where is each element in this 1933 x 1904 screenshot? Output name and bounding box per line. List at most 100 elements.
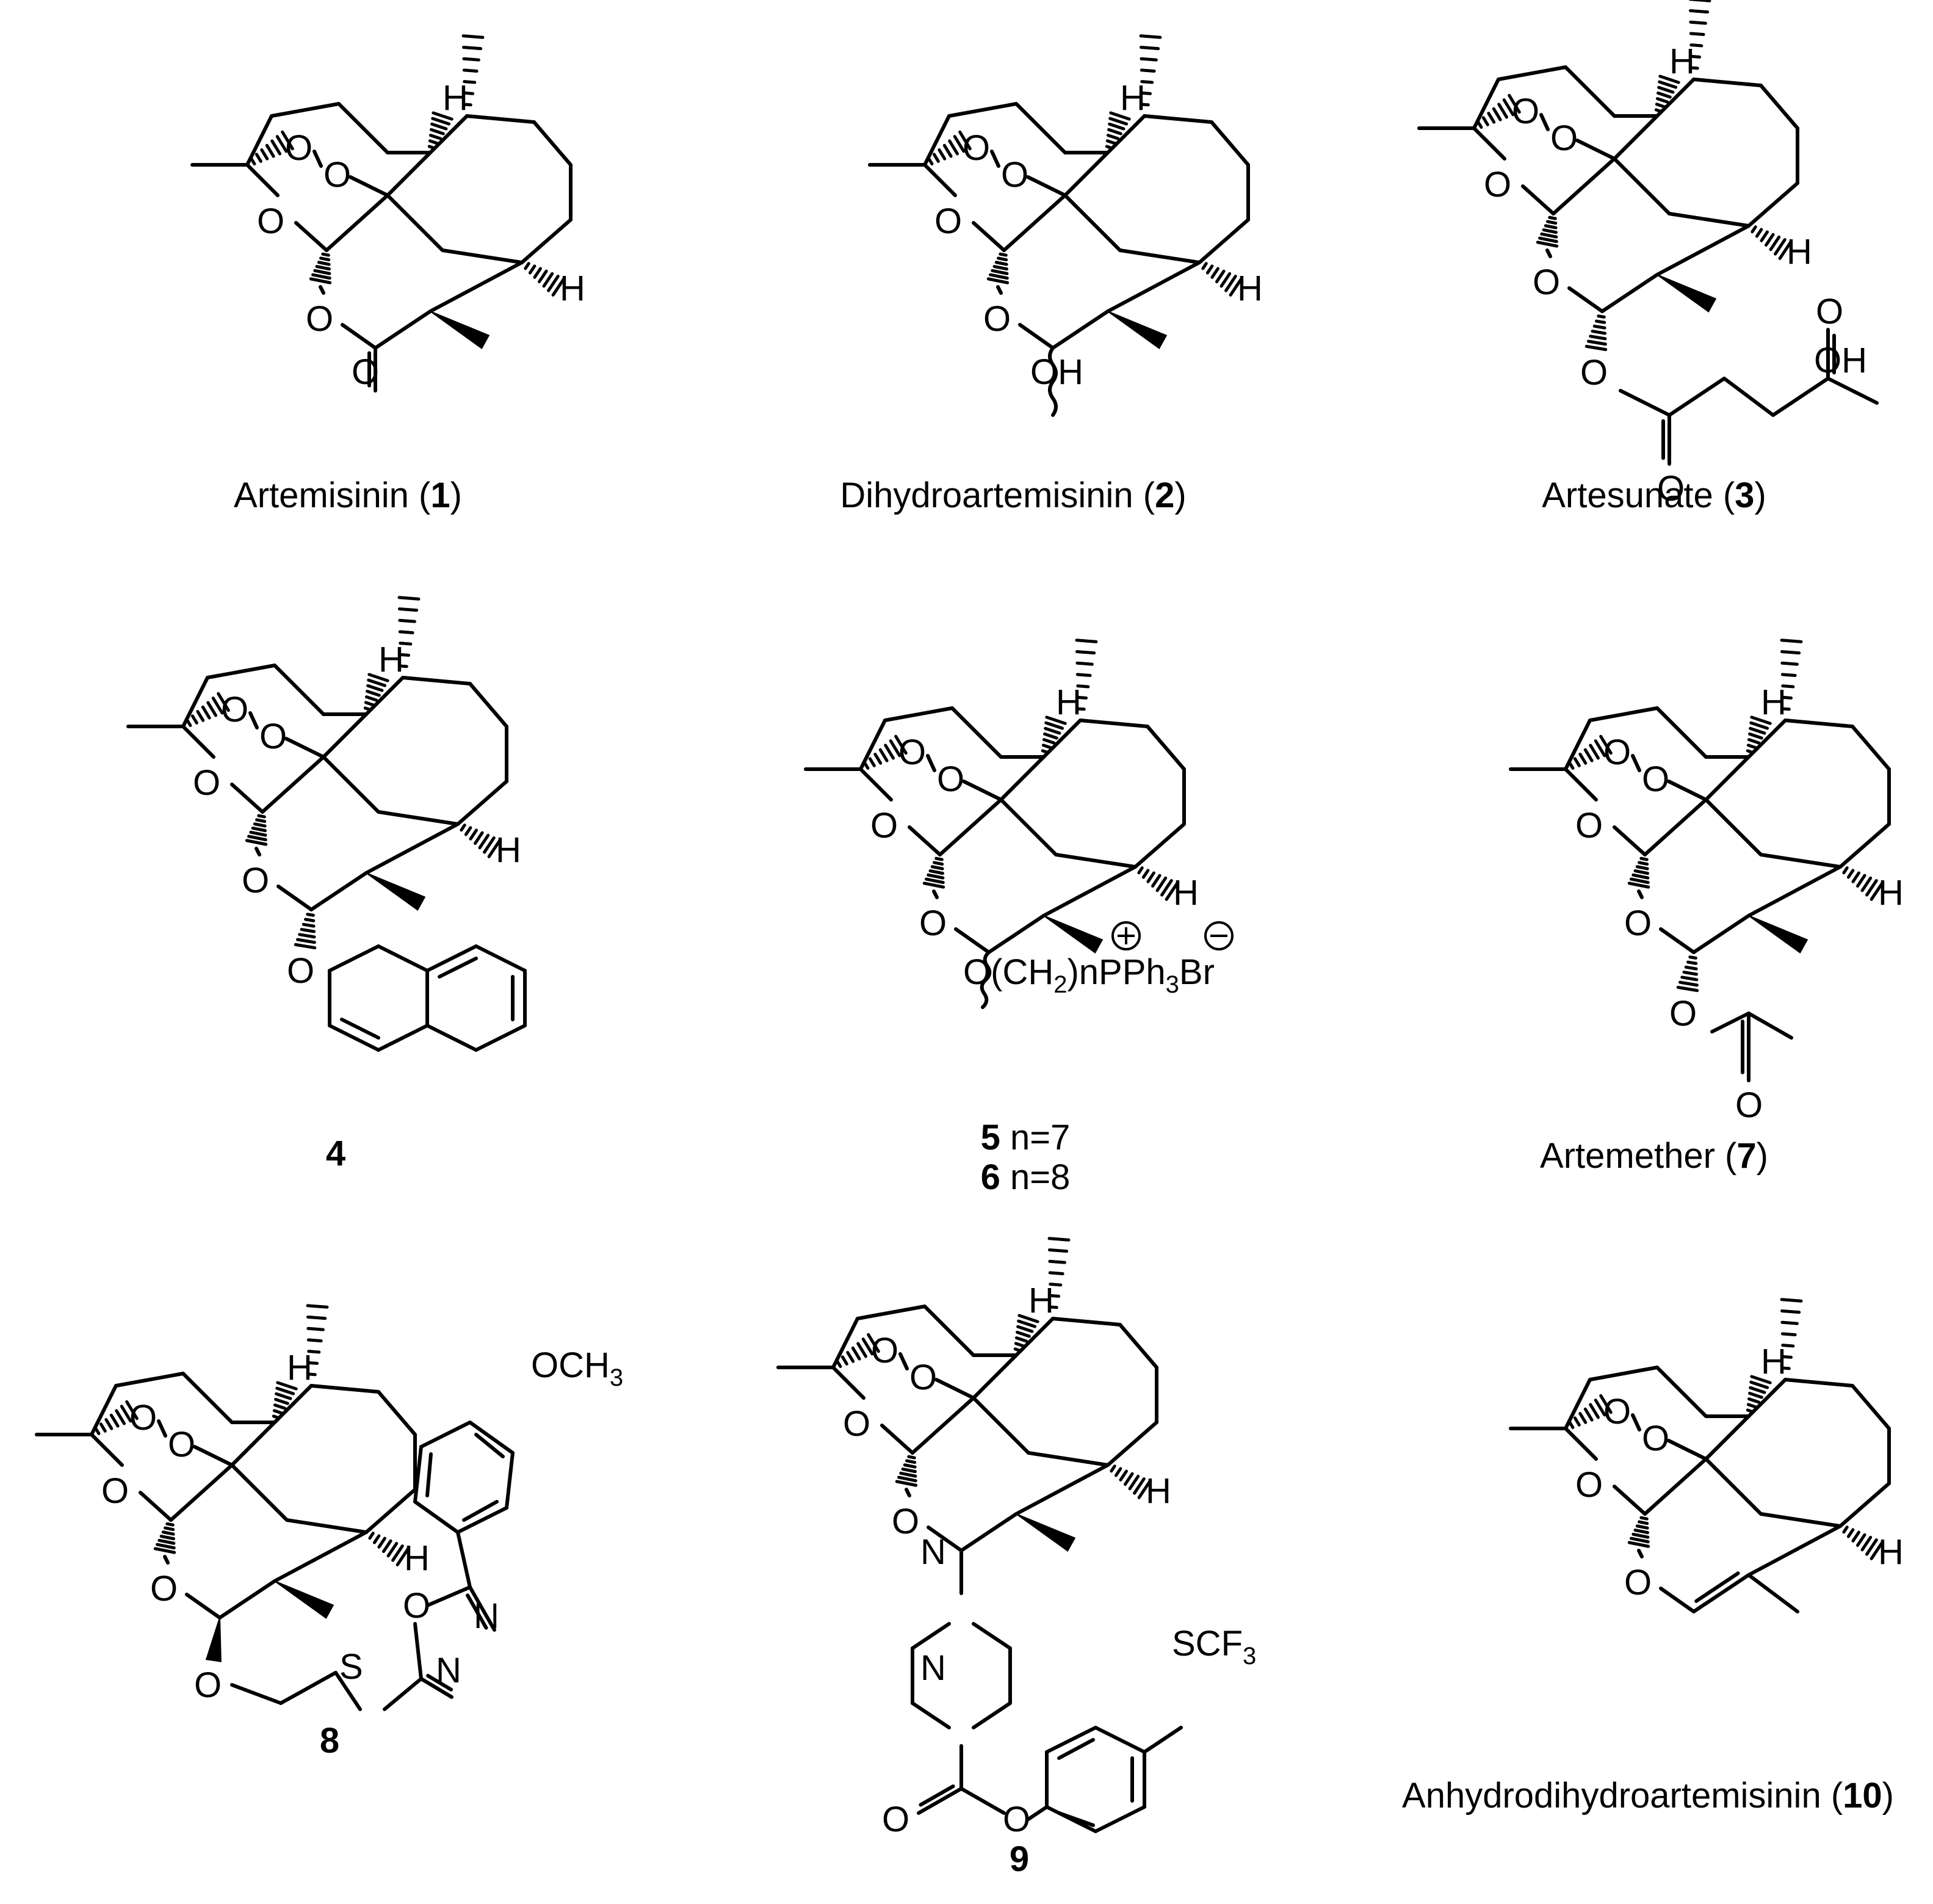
peroxide-oxygen-label: O	[1603, 1392, 1631, 1432]
hash-stroke	[1041, 744, 1053, 750]
bond	[1051, 309, 1110, 350]
hash-stroke	[938, 148, 947, 161]
bond	[1704, 755, 1751, 802]
hash-stroke	[461, 34, 485, 39]
anomeric-hash-bond	[153, 1522, 176, 1554]
hash-stroke	[1870, 881, 1884, 901]
hash-stroke	[1076, 684, 1090, 689]
bond	[90, 1384, 118, 1436]
hash-stroke	[1014, 1342, 1025, 1348]
hash-stroke	[1075, 673, 1092, 678]
peroxide-hash-bond	[250, 130, 294, 165]
bond	[1106, 114, 1146, 154]
bond	[1564, 65, 1616, 118]
hash-stroke	[275, 1392, 292, 1400]
ring-bond	[1567, 286, 1604, 313]
hash-stroke	[464, 826, 472, 836]
hash-stroke	[884, 744, 895, 760]
hash-stroke	[1017, 1319, 1037, 1328]
bond	[1198, 218, 1250, 264]
hash-stroke	[1578, 1412, 1588, 1424]
bond	[364, 822, 460, 875]
ester-oxygen-label: O	[1580, 353, 1608, 393]
bond	[309, 871, 368, 911]
hash-stroke	[1568, 761, 1575, 770]
ether-bond	[923, 163, 957, 197]
peroxide-oxygen-label: O	[221, 690, 248, 729]
compound-number: 10	[1843, 1776, 1882, 1815]
hash-stroke	[1573, 1416, 1581, 1427]
hash-stroke	[994, 261, 1008, 266]
hash-stroke	[272, 1414, 281, 1420]
bond	[1564, 719, 1592, 771]
compound-name: Artemether	[1540, 1136, 1715, 1176]
peroxide-oxygen-label: O	[898, 733, 926, 772]
bond	[386, 151, 432, 197]
hash-stroke	[927, 157, 934, 165]
acid-carbonyl-oxygen-label: O	[1816, 292, 1843, 331]
hash-stroke	[1748, 1391, 1763, 1399]
hash-stroke	[255, 153, 262, 163]
ether-bond	[230, 783, 264, 814]
hash-stroke	[861, 1338, 874, 1356]
hash-stroke	[1548, 215, 1557, 220]
hash-stroke	[1599, 734, 1613, 755]
aromatic-bond	[474, 944, 527, 972]
aromatic-inner-bond	[340, 1018, 380, 1040]
hash-stroke	[1688, 955, 1697, 960]
hash-stroke	[1508, 93, 1521, 114]
peroxide-oxygen-label: O	[909, 1358, 937, 1397]
hash-stroke	[1633, 869, 1650, 875]
bond	[1613, 114, 1659, 161]
bond	[1655, 224, 1751, 277]
hash-stroke	[1760, 230, 1769, 242]
compound-name: Dihydroartemisinin	[840, 476, 1133, 515]
hash-stroke	[1589, 744, 1600, 760]
bond	[364, 676, 405, 716]
hash-stroke	[1676, 985, 1699, 993]
oxadiazole-double-bond	[419, 1677, 453, 1699]
peroxide-oxygen-label: O	[963, 128, 990, 168]
hash-stroke	[1589, 1403, 1600, 1419]
hash-stroke	[889, 739, 901, 758]
bond	[273, 664, 325, 716]
ring-oxygen-label: O	[934, 201, 962, 241]
compound-name: Anhydrodihydroartemisinin	[1402, 1776, 1821, 1815]
lactol-oxygen-label: O	[1624, 903, 1652, 943]
ring-bond	[319, 285, 325, 295]
ring-oxygen-label: O	[843, 1404, 870, 1444]
hash-stroke	[1851, 1530, 1860, 1543]
hash-stroke	[1124, 1472, 1134, 1486]
hash-stroke	[253, 822, 267, 828]
bond	[923, 114, 951, 167]
hash-stroke	[1016, 1330, 1031, 1338]
methyl-bond	[1747, 1573, 1799, 1613]
ether-bond	[245, 163, 280, 197]
ring-oxygen-label: O	[101, 1471, 129, 1511]
hash-stroke	[1781, 684, 1795, 689]
hydrogen-label: H	[496, 830, 521, 870]
hash-stroke	[397, 596, 421, 601]
hash-stroke	[306, 913, 315, 917]
hash-stroke	[1689, 20, 1707, 25]
carbonyl-oxygen-label: O	[882, 1800, 909, 1839]
aromatic-bond	[377, 1024, 429, 1052]
lactol-oxygen-label: O	[1533, 262, 1560, 302]
ether-hash-bond	[294, 913, 317, 950]
hash-stroke	[1229, 277, 1243, 297]
bond	[1643, 798, 1708, 856]
bond	[1051, 1317, 1122, 1327]
aromatic-bond	[425, 1024, 478, 1052]
phosphonium-chain-label: O(CH2)nPPh3Br	[963, 952, 1215, 998]
ring-bond	[1018, 323, 1055, 350]
hash-stroke	[1746, 749, 1755, 755]
compound-number: 8	[319, 1721, 340, 1761]
hydrogen-label: H	[1787, 232, 1812, 272]
hash-stroke	[250, 157, 256, 165]
hash-stroke	[1044, 726, 1061, 735]
hash-stroke	[156, 1543, 176, 1550]
hash-stroke	[1597, 314, 1606, 319]
